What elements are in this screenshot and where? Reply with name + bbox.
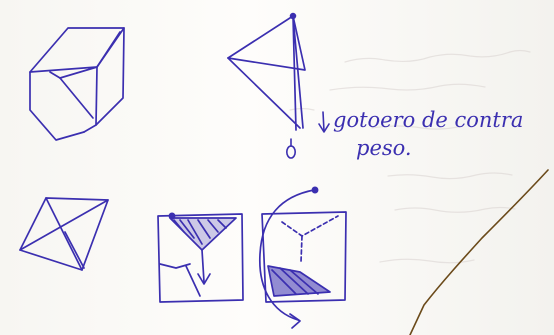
diamond-sketch [20, 198, 108, 270]
note-line-1: gotoero de contra [333, 108, 523, 132]
pyramid-sketch [228, 14, 305, 130]
note-line-2: peso. [356, 136, 412, 160]
square-rotation-sketch [260, 187, 346, 328]
fold-line [410, 170, 548, 335]
down-arrow-icon [319, 112, 329, 132]
square-folded-sketch [158, 213, 243, 302]
counterweight-icon [287, 139, 295, 158]
cube-sketch [30, 28, 124, 140]
